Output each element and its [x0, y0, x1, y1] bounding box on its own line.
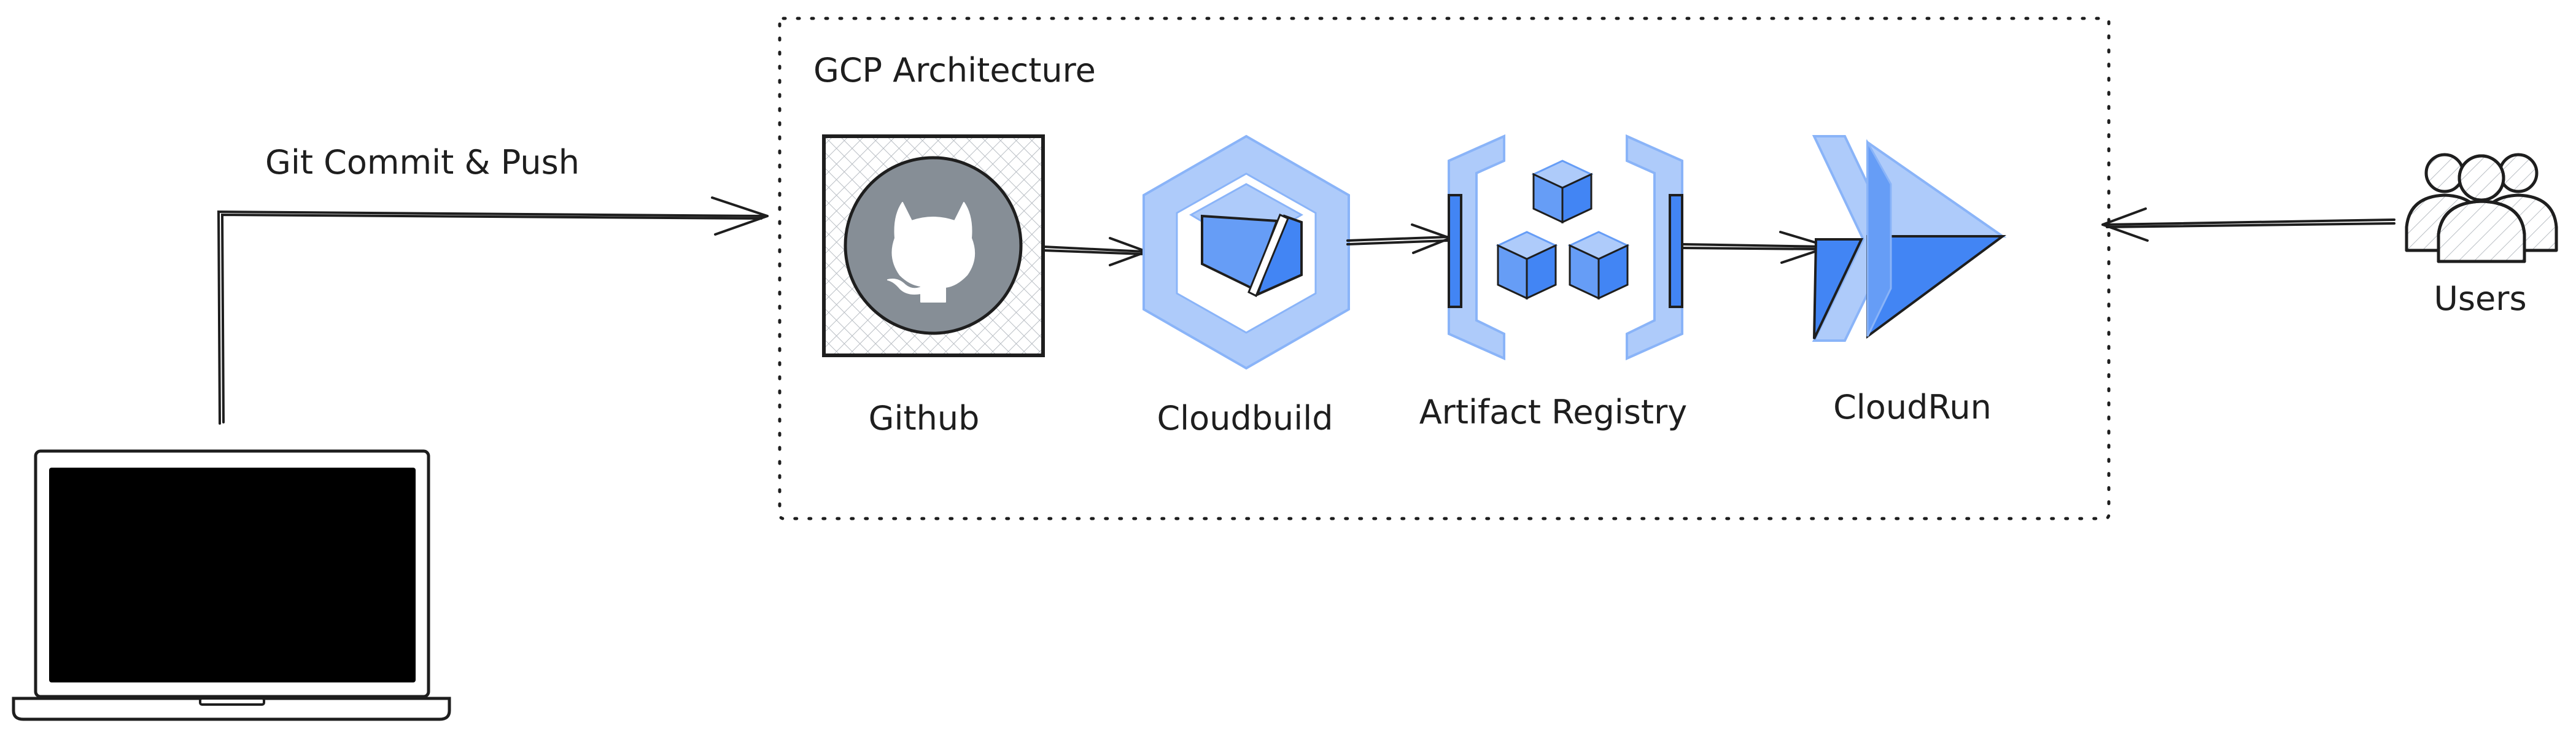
cloudrun-icon	[1812, 135, 2007, 342]
group-title: GCP Architecture	[813, 51, 1096, 90]
users-label: Users	[2434, 279, 2526, 318]
cloudbuild-label: Cloudbuild	[1157, 399, 1333, 438]
laptop-icon	[12, 449, 451, 721]
git-push-label: Git Commit & Push	[265, 143, 580, 182]
arrow-users-gcp	[2101, 207, 2396, 242]
git-push-arrow	[217, 196, 769, 425]
arrow-github-cloudbuild	[1042, 237, 1148, 266]
artifact-registry-label: Artifact Registry	[1419, 393, 1688, 431]
cloudrun-node: CloudRun	[1812, 135, 2007, 427]
arrow-artifact-cloudrun	[1681, 231, 1831, 264]
cloudrun-label: CloudRun	[1833, 388, 1992, 427]
gcp-architecture-group: GCP Architecture	[778, 17, 2111, 520]
cloudbuild-node: Cloudbuild	[1143, 134, 1350, 438]
cloudbuild-icon	[1143, 134, 1350, 370]
artifact-registry-icon	[1448, 134, 1683, 361]
github-node: Github	[822, 134, 1045, 438]
github-icon	[844, 156, 1023, 335]
users-node: Users	[2405, 153, 2558, 318]
arrow-cloudbuild-artifact	[1346, 223, 1451, 254]
github-label: Github	[869, 399, 980, 438]
artifact-registry-node: Artifact Registry	[1419, 134, 1688, 431]
users-icon	[2405, 153, 2558, 263]
